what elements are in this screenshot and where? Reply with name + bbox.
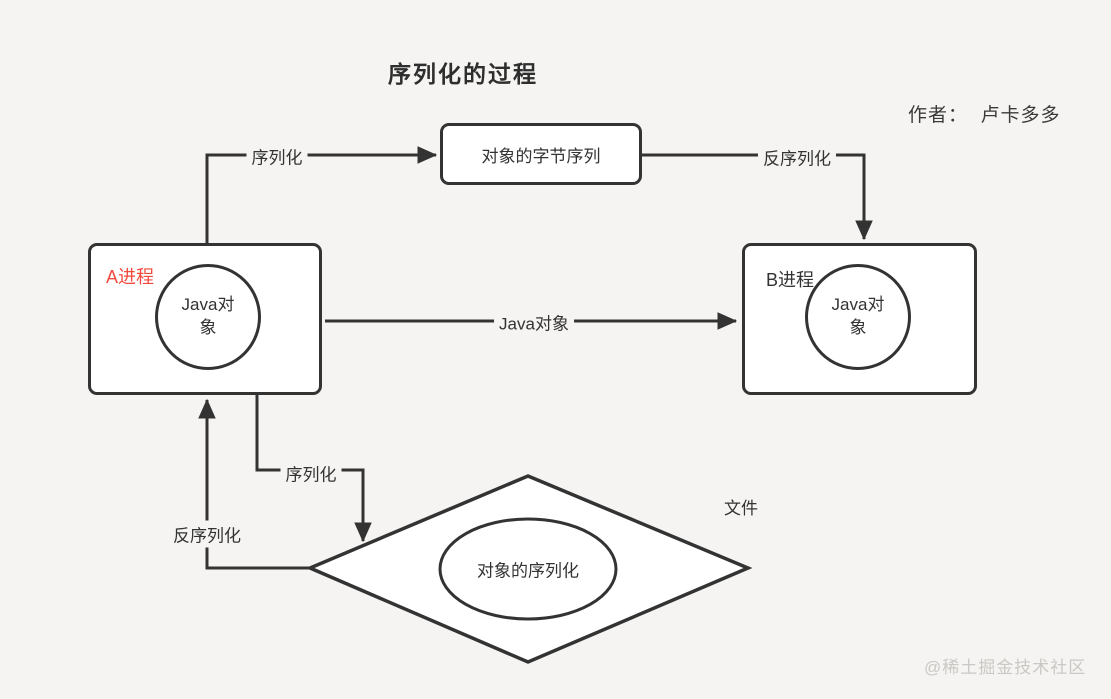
deserialize-top-label: 反序列化 — [758, 143, 836, 171]
process-b-java-object-circle: Java对 象 — [805, 264, 911, 370]
serialize-arrow-top — [205, 146, 438, 243]
file-caption: 文件 — [724, 499, 758, 518]
author-credit: 作者： 卢卡多多 — [908, 105, 1061, 126]
deserialize-arrow-top — [642, 153, 873, 241]
process-a-label: A进程 — [106, 267, 155, 287]
process-b-node: B进程 Java对 象 — [742, 243, 977, 395]
diagram-title: 序列化的过程 — [388, 61, 538, 87]
serialization-ellipse — [438, 517, 618, 621]
deserialize-arrow-bottom — [198, 398, 312, 570]
serialization-ellipse-label: 对象的序列化 — [477, 561, 579, 581]
process-a-java-object-circle: Java对 象 — [155, 264, 261, 370]
byte-sequence-label: 对象的字节序列 — [481, 146, 601, 166]
byte-sequence-node: 对象的字节序列 — [440, 123, 642, 185]
process-b-label: B进程 — [766, 270, 815, 290]
java-object-label: Java对象 — [494, 308, 574, 336]
deserialize-bottom-label: 反序列化 — [168, 520, 246, 548]
process-a-node: A进程 Java对 象 — [88, 243, 322, 395]
watermark: @稀土掘金技术社区 — [924, 658, 1087, 677]
serialize-bottom-label: 序列化 — [280, 459, 342, 487]
serialize-top-label: 序列化 — [246, 142, 308, 170]
